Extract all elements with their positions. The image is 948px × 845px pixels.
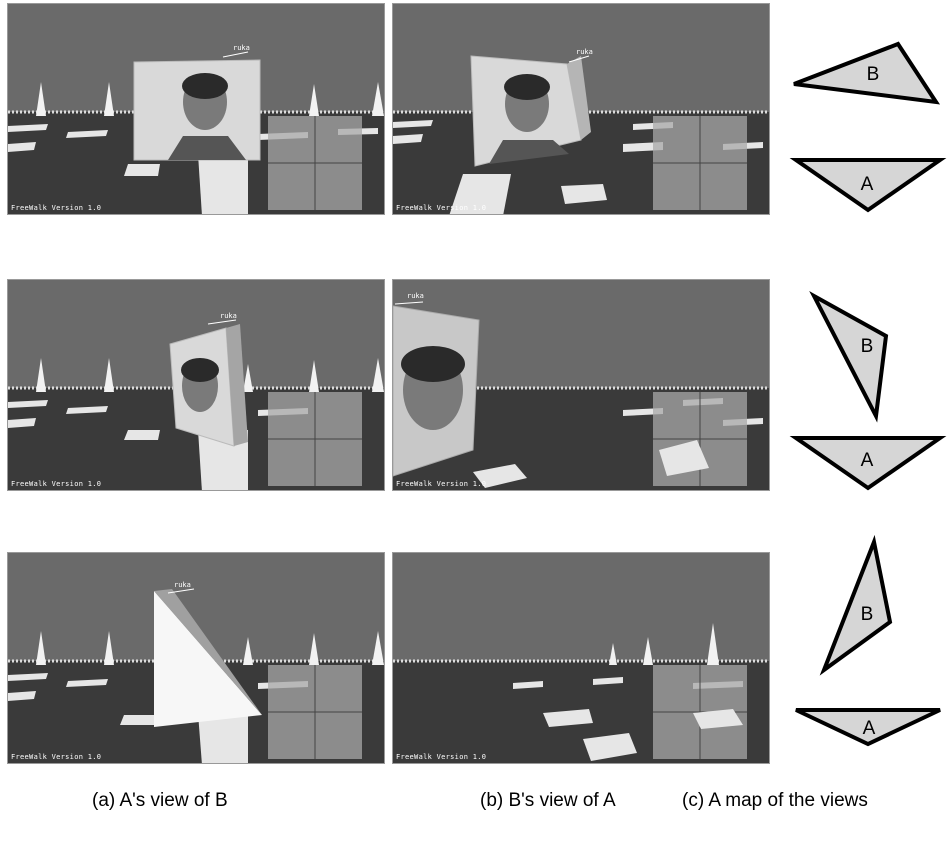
version-label: FreeWalk Version 1.0 — [396, 753, 487, 761]
caption-c: (c) A map of the views — [682, 790, 868, 811]
view-map-row2: B A — [789, 291, 947, 492]
version-label: FreeWalk Version 1.0 — [396, 204, 487, 212]
view-panel-b-row3: FreeWalk Version 1.0 — [392, 552, 770, 764]
virtual-scene — [393, 553, 769, 763]
avatar-name-label: ruka — [233, 44, 250, 52]
caption-b: (b) B's view of A — [480, 790, 616, 811]
view-map-row1: B A — [789, 40, 947, 215]
version-label: FreeWalk Version 1.0 — [396, 480, 487, 488]
map-label-a: A — [862, 718, 876, 739]
avatar-name-label: ruka — [174, 581, 191, 589]
map-diagram — [795, 534, 941, 747]
avatar-name-label: ruka — [220, 312, 237, 320]
version-label: FreeWalk Version 1.0 — [11, 753, 102, 761]
map-label-a: A — [860, 450, 874, 471]
caption-a: (a) A's view of B — [92, 790, 228, 811]
virtual-scene — [393, 4, 769, 214]
avatar-name-label: ruka — [576, 48, 593, 56]
map-label-b: B — [866, 64, 880, 85]
avatar-name-label: ruka — [407, 292, 424, 300]
map-diagram — [789, 41, 947, 213]
version-label: FreeWalk Version 1.0 — [11, 480, 102, 488]
virtual-scene — [8, 4, 384, 214]
view-panel-a-row3: ruka FreeWalk Version 1.0 — [7, 552, 385, 764]
view-panel-a-row2: ruka FreeWalk Version 1.0 — [7, 279, 385, 491]
map-label-b: B — [860, 604, 874, 625]
version-label: FreeWalk Version 1.0 — [11, 204, 102, 212]
view-panel-b-row1: ruka FreeWalk Version 1.0 — [392, 3, 770, 215]
virtual-scene — [393, 280, 769, 490]
view-map-row3: B A — [790, 534, 941, 750]
map-label-a: A — [860, 174, 874, 195]
map-label-b: B — [860, 336, 874, 357]
view-panel-a-row1: ruka FreeWalk Version 1.0 — [7, 3, 385, 215]
virtual-scene — [8, 553, 384, 763]
view-panel-b-row2: ruka FreeWalk Version 1.0 — [392, 279, 770, 491]
virtual-scene — [8, 280, 384, 490]
map-diagram — [789, 291, 947, 491]
